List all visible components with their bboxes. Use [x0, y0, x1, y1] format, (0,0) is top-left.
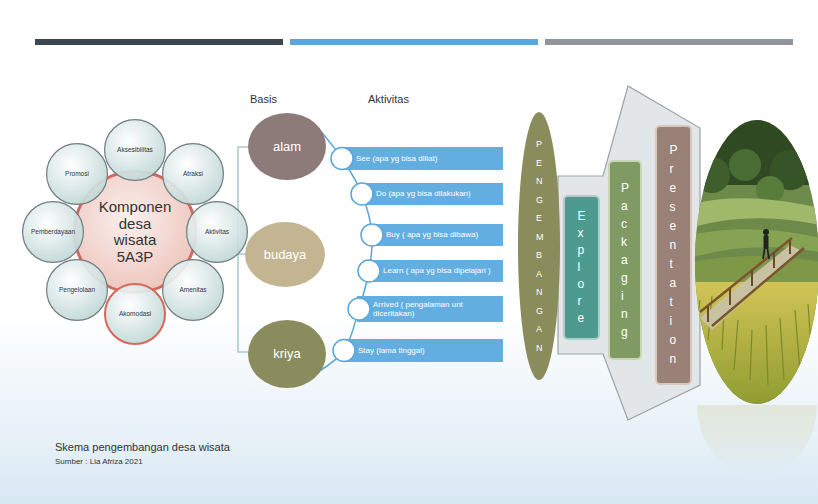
node-label: Pemberdayaan	[31, 228, 75, 235]
component-petal-circle: Pemberdayaan	[22, 201, 84, 263]
vertical-label: PENGEMBANGAN	[536, 135, 540, 357]
node-label: Atraksi	[183, 170, 203, 177]
vertical-label: Explore	[578, 208, 583, 327]
top-bar	[545, 39, 793, 45]
component-petal-circle: Amenitas	[162, 259, 224, 321]
component-petal-circle: Pengelolaan	[46, 259, 108, 321]
stage-box: Packaging	[608, 160, 642, 360]
component-petal-circle: Aksesibilitas	[104, 119, 166, 181]
node-label: Pengelolaan	[59, 286, 95, 293]
activity-bar: Stay (lama tinggal)	[342, 339, 503, 362]
node-label: Amenitas	[179, 286, 206, 293]
process-ellipse: PENGEMBANGAN	[518, 112, 560, 380]
node-label: See (apa yg bisa diliat)	[356, 154, 437, 163]
basis-ellipse: budaya	[245, 222, 325, 287]
vertical-label: Presentation	[670, 141, 675, 369]
source-note: Sumber : Lia Afriza 2021	[55, 457, 143, 466]
activity-bar: Do (apa yg bisa dilakukan)	[360, 183, 503, 205]
basis-ellipse: alam	[248, 113, 326, 180]
activity-bar: See (apa yg bisa diliat)	[340, 147, 503, 170]
node-label: Aksesibilitas	[117, 146, 153, 153]
component-petal-circle: Atraksi	[162, 143, 224, 205]
funnel-shape	[558, 86, 700, 420]
stage-box: Explore	[563, 195, 600, 340]
component-petal-circle: Promosi	[46, 143, 108, 205]
column-header: Aktivitas	[368, 93, 409, 105]
basis-ellipse: kriya	[248, 320, 326, 388]
top-bar	[290, 39, 538, 45]
node-label: kriya	[273, 346, 300, 362]
component-petal-circle: Aktivitas	[186, 201, 248, 263]
column-header: Basis	[250, 93, 277, 105]
activity-bar: Learn ( apa yg bisa dipelajari )	[367, 260, 503, 282]
node-label: Do (apa yg bisa dilakukan)	[376, 189, 471, 198]
component-petal-circle: Akomodasi	[104, 283, 166, 345]
node-label: Komponen desa wisata 5A3P	[97, 199, 173, 265]
node-label: alam	[273, 139, 301, 155]
vertical-label: Packaging	[621, 179, 626, 341]
node-label: Promosi	[65, 170, 89, 177]
activity-bar: Buy ( apa yg bisa dibawa)	[370, 224, 503, 246]
node-label: Learn ( apa yg bisa dipelajari )	[383, 266, 491, 275]
node-label: Buy ( apa yg bisa dibawa)	[386, 230, 478, 239]
stage-box: Presentation	[655, 125, 692, 385]
activity-bar: Arrived ( pengalaman unt diceritakan)	[357, 296, 503, 322]
top-bar	[35, 39, 283, 45]
node-label: Stay (lama tinggal)	[358, 346, 425, 355]
node-label: Aktivitas	[205, 228, 229, 235]
node-label: budaya	[264, 247, 307, 263]
node-label: Akomodasi	[119, 310, 151, 317]
caption: Skema pengembangan desa wisata	[55, 441, 230, 453]
node-outline	[518, 112, 560, 380]
node-label: Arrived ( pengalaman unt diceritakan)	[373, 300, 499, 318]
photo-reflection	[697, 405, 817, 475]
rice-field-photo	[690, 115, 818, 415]
